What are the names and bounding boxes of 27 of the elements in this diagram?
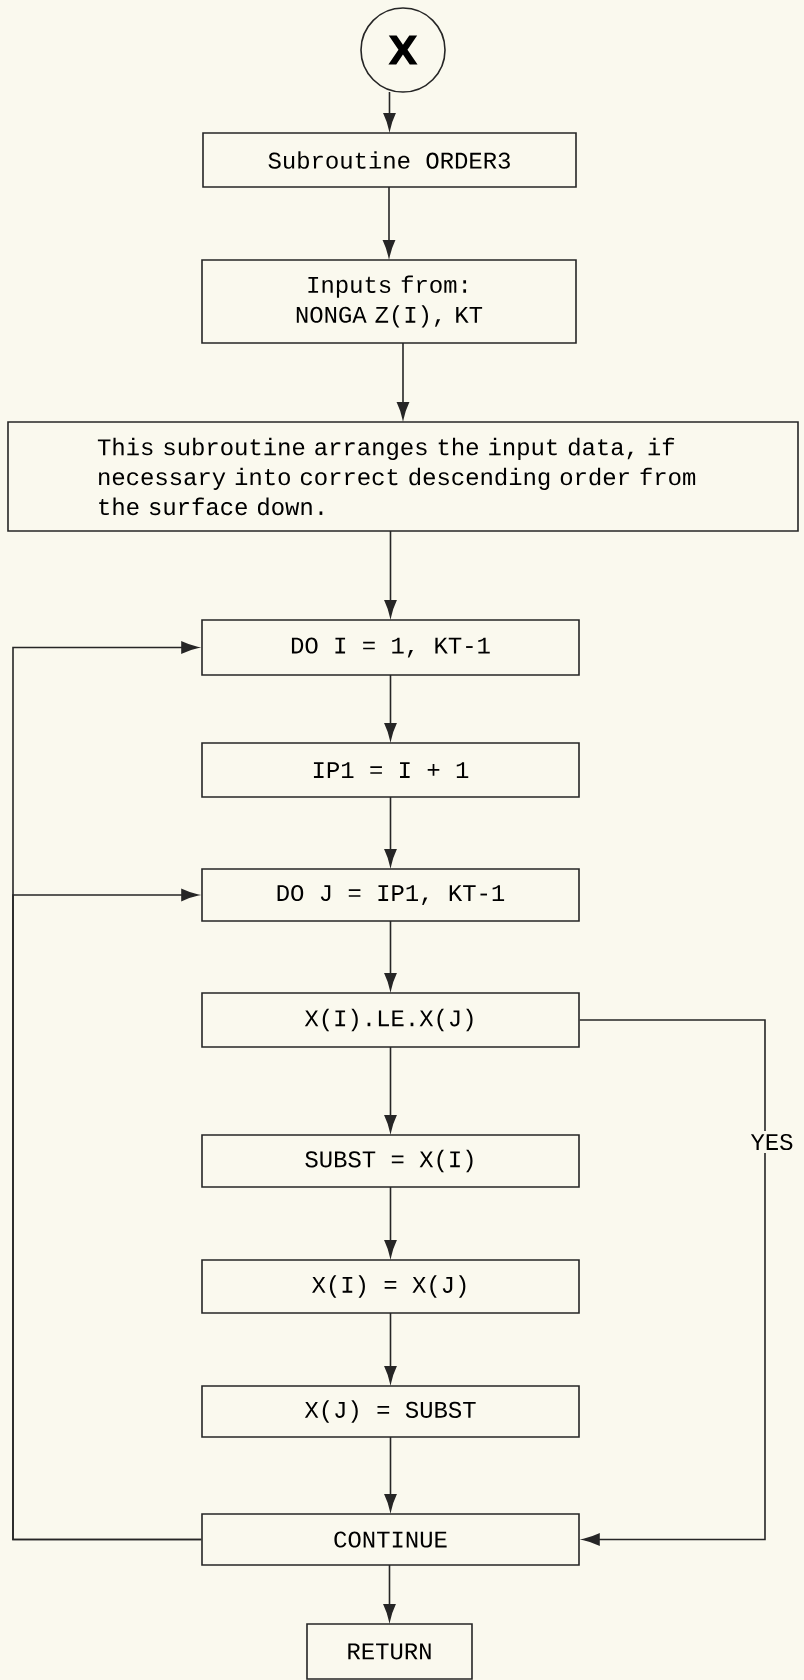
arrow [383,186,395,258]
arrow [383,1564,396,1622]
arrow [384,530,397,618]
process-box: X(J) = SUBST [201,1385,580,1438]
edge-label: YES [747,1130,797,1154]
arrow [384,920,397,991]
arrow [397,342,409,420]
process-box: Inputs from: NONGA Z(I), KT [201,259,577,344]
process-box: CONTINUE [201,1513,580,1566]
process-box: RETURN [306,1623,473,1680]
process-box: IP1 = I + 1 [201,742,580,798]
process-box: DO J = IP1, KT-1 [201,868,580,922]
arrow [12,889,202,1541]
process-box: SUBST = X(I) [201,1134,580,1188]
process-box: This subroutine arranges the input data, if necessary into correct descending order from the surface down. [7,421,799,532]
process-box: DO I = 1, KT-1 [201,619,580,676]
process-box: X(I).LE.X(J) [201,992,580,1048]
process-box: Subroutine ORDER3 [202,132,577,188]
arrow [383,91,396,131]
arrow [384,1046,397,1133]
arrow [384,1312,397,1384]
arrow [384,674,397,741]
arrow [384,1186,397,1258]
arrow [579,1019,766,1546]
arrow [384,796,397,867]
arrow [384,1436,397,1512]
process-box: X(I) = X(J) [201,1259,580,1314]
